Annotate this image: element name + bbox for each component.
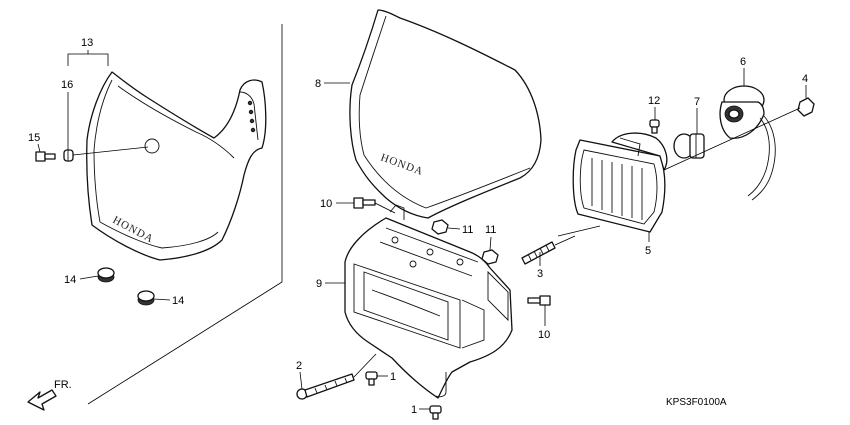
nut-4-icon bbox=[797, 97, 815, 117]
svg-text:4: 4 bbox=[802, 73, 808, 85]
headlight-visor: HONDA bbox=[349, 9, 542, 219]
svg-text:1: 1 bbox=[411, 404, 417, 416]
collar-16-icon bbox=[63, 149, 74, 162]
svg-text:3: 3 bbox=[537, 268, 543, 280]
callout-6: 6 bbox=[740, 56, 746, 86]
callout-12: 12 bbox=[648, 95, 660, 120]
callout-9: 9 bbox=[316, 278, 345, 290]
svg-text:1: 1 bbox=[390, 371, 396, 383]
callout-2: 2 bbox=[296, 360, 303, 390]
callout-14a: 14 bbox=[64, 274, 99, 286]
bolt-15-icon bbox=[35, 151, 56, 162]
screw-12-icon bbox=[649, 119, 660, 134]
svg-text:6: 6 bbox=[740, 56, 746, 68]
headlight-unit bbox=[572, 132, 668, 233]
callout-11a: 11 bbox=[447, 224, 473, 236]
callout-1a: 1 bbox=[377, 371, 396, 383]
catalog-code: KPS3F0100A bbox=[666, 397, 727, 408]
front-number-plate: HONDA bbox=[86, 71, 267, 261]
svg-text:16: 16 bbox=[61, 79, 73, 91]
svg-text:15: 15 bbox=[28, 132, 40, 144]
plate-strap-hole bbox=[247, 100, 253, 106]
bulb-socket-6-icon bbox=[719, 85, 776, 201]
bolt-2-icon bbox=[296, 373, 355, 400]
nut-11a-icon bbox=[431, 219, 449, 235]
svg-text:9: 9 bbox=[316, 278, 322, 290]
headlight-case bbox=[344, 204, 513, 399]
svg-text:14: 14 bbox=[64, 274, 76, 286]
callout-8: 8 bbox=[315, 78, 350, 90]
svg-text:11: 11 bbox=[462, 224, 473, 236]
direction-label: FR. bbox=[54, 379, 72, 391]
callout-3: 3 bbox=[537, 252, 543, 280]
callout-14b: 14 bbox=[153, 295, 184, 307]
section-divider bbox=[87, 24, 283, 405]
adjusting-spring-3-icon bbox=[521, 235, 576, 265]
svg-text:13: 13 bbox=[81, 37, 93, 49]
callout-4: 4 bbox=[802, 73, 808, 98]
svg-text:12: 12 bbox=[648, 95, 660, 107]
screw-1b-icon bbox=[429, 405, 442, 420]
svg-text:7: 7 bbox=[694, 96, 700, 108]
screw-1a-icon bbox=[365, 371, 378, 386]
callout-10a: 10 bbox=[320, 198, 354, 210]
svg-text:2: 2 bbox=[296, 360, 302, 372]
svg-text:10: 10 bbox=[320, 198, 332, 210]
bolt-10b-icon bbox=[527, 295, 551, 306]
callout-10b: 10 bbox=[538, 305, 550, 341]
nut-14b-icon bbox=[137, 290, 155, 306]
callout-16: 16 bbox=[61, 79, 73, 150]
front-direction-arrow: FR. bbox=[27, 379, 72, 411]
callout-5: 5 bbox=[645, 232, 651, 257]
nut-14a-icon bbox=[97, 267, 115, 283]
callout-13: 13 bbox=[67, 37, 109, 66]
callout-7: 7 bbox=[694, 96, 700, 134]
bolt-10a-icon bbox=[353, 197, 376, 209]
callout-11b: 11 bbox=[485, 224, 496, 251]
svg-text:14: 14 bbox=[172, 295, 184, 307]
callout-15: 15 bbox=[28, 132, 41, 153]
svg-text:11: 11 bbox=[485, 224, 496, 236]
callout-1b: 1 bbox=[411, 404, 430, 416]
bulb-7-icon bbox=[673, 133, 705, 159]
svg-text:5: 5 bbox=[645, 245, 651, 257]
svg-text:10: 10 bbox=[538, 329, 550, 341]
nut-11b-icon bbox=[481, 249, 499, 265]
svg-text:8: 8 bbox=[315, 78, 321, 90]
